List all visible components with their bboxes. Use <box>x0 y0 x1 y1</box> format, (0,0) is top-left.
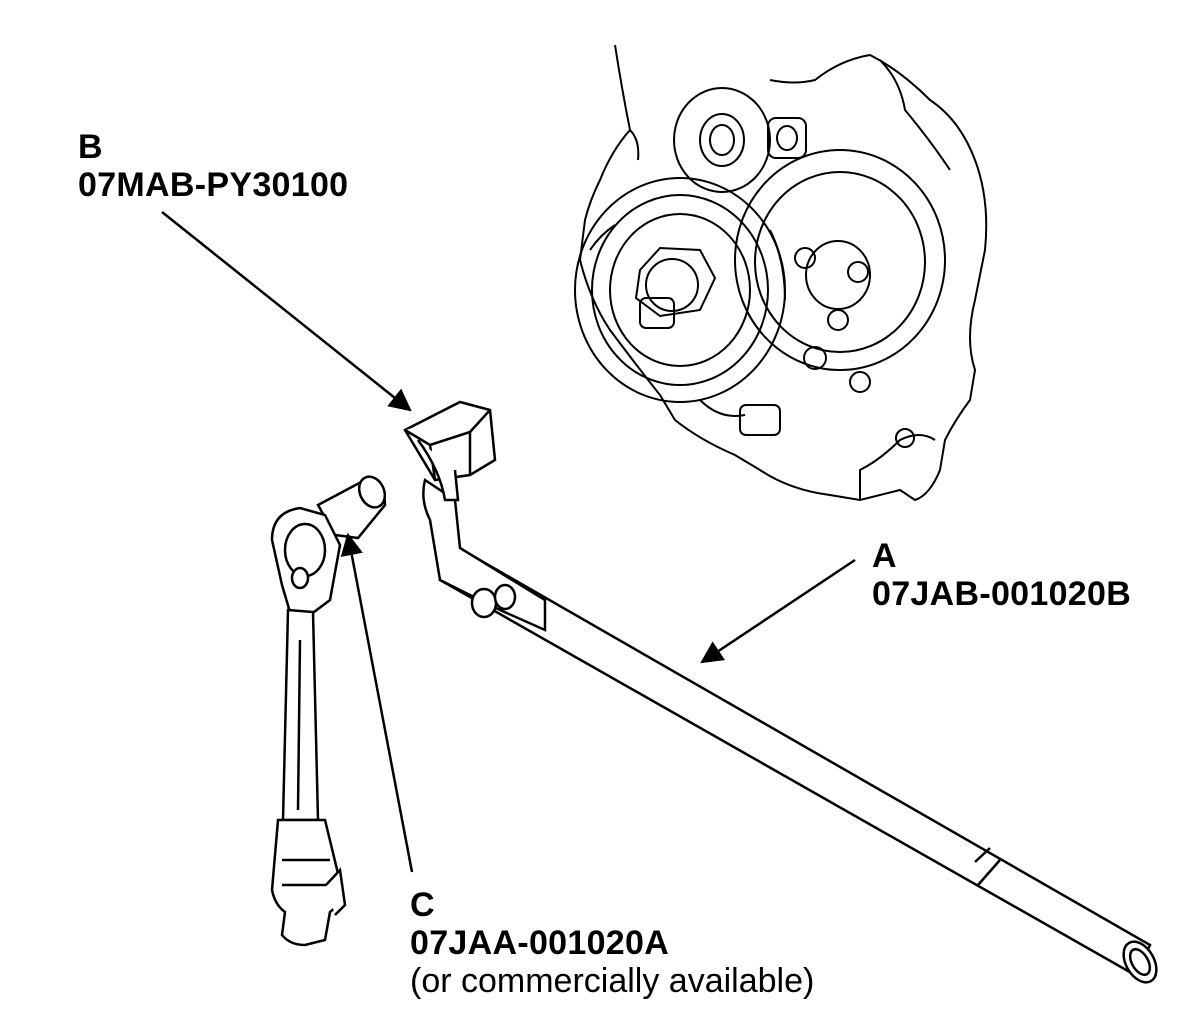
holder-attachment <box>403 400 497 502</box>
engine-pulley-assembly <box>574 44 988 502</box>
callout-c: C 07JAA-001020A (or commercially availab… <box>410 886 814 1000</box>
callout-b-part-number: 07MAB-PY30100 <box>78 166 349 205</box>
pulley-holder-handle <box>422 477 1158 984</box>
callout-c-letter: C <box>410 886 435 924</box>
breaker-bar <box>270 475 387 947</box>
callout-a-letter: A <box>872 537 897 575</box>
callout-c-note: (or commercially available) <box>410 962 815 1001</box>
callout-c-part-number: 07JAA-001020A <box>410 924 670 963</box>
leader-arrow-c <box>340 532 414 873</box>
leader-arrow-a <box>700 558 856 664</box>
leader-lines <box>161 211 856 873</box>
leader-arrow-b <box>161 211 412 412</box>
callout-a: A 07JAB-001020B <box>872 537 1131 613</box>
callout-a-part-number: 07JAB-001020B <box>872 575 1132 614</box>
callout-b-letter: B <box>78 128 103 166</box>
callout-b: B 07MAB-PY30100 <box>78 128 348 204</box>
